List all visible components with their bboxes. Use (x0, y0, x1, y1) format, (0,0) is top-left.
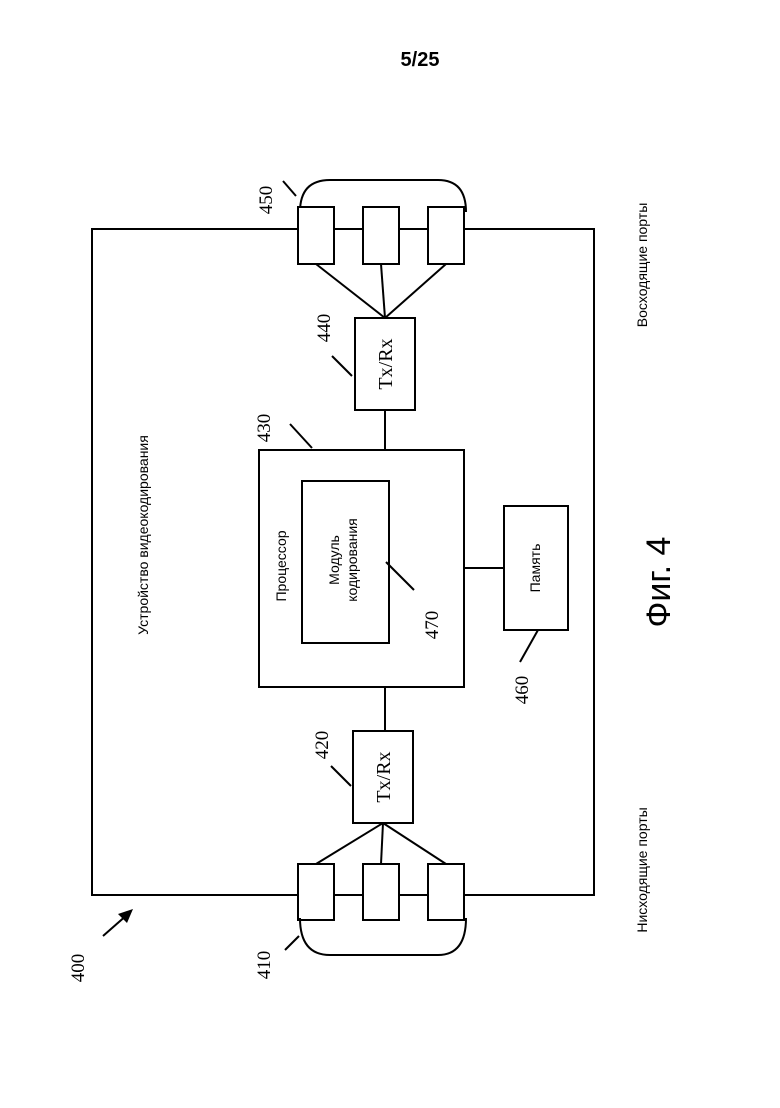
processor-label: Процессор (273, 530, 289, 601)
processor-ref: 430 (254, 414, 275, 443)
downstream-ports-brace (300, 918, 466, 955)
memory-ref: 460 (512, 676, 533, 705)
downstream-port-1 (298, 864, 334, 920)
device-ref: 400 (68, 954, 89, 983)
downstream-ports-leader (285, 936, 299, 950)
tx-rx-upper-ref: 440 (314, 314, 335, 343)
coding-module-label-line1: Модуль (326, 535, 342, 585)
tx-rx-upper-label: Tx/Rx (375, 338, 397, 389)
page-number: 5/25 (401, 49, 440, 71)
downstream-ports-label: Нисходящие порты (634, 807, 650, 932)
upstream-port-2 (363, 207, 399, 264)
upstream-port-3 (428, 207, 464, 264)
upstream-port-1 (298, 207, 334, 264)
upstream-ports-label: Восходящие порты (634, 203, 650, 328)
coding-module-label-line2: кодирования (344, 518, 360, 602)
tx-rx-lower-ref: 420 (312, 731, 333, 760)
downstream-port-3 (428, 864, 464, 920)
downstream-port-2 (363, 864, 399, 920)
coding-module-ref: 470 (422, 611, 443, 640)
tx-rx-lower-label: Tx/Rx (373, 751, 395, 802)
device-label: Устройство видеокодирования (135, 435, 151, 635)
figure-caption: Фиг. 4 (640, 537, 678, 628)
upstream-ports-ref: 450 (256, 186, 277, 215)
memory-label: Память (527, 544, 543, 593)
downstream-ports-ref: 410 (254, 951, 275, 980)
upstream-ports-leader (283, 181, 296, 196)
